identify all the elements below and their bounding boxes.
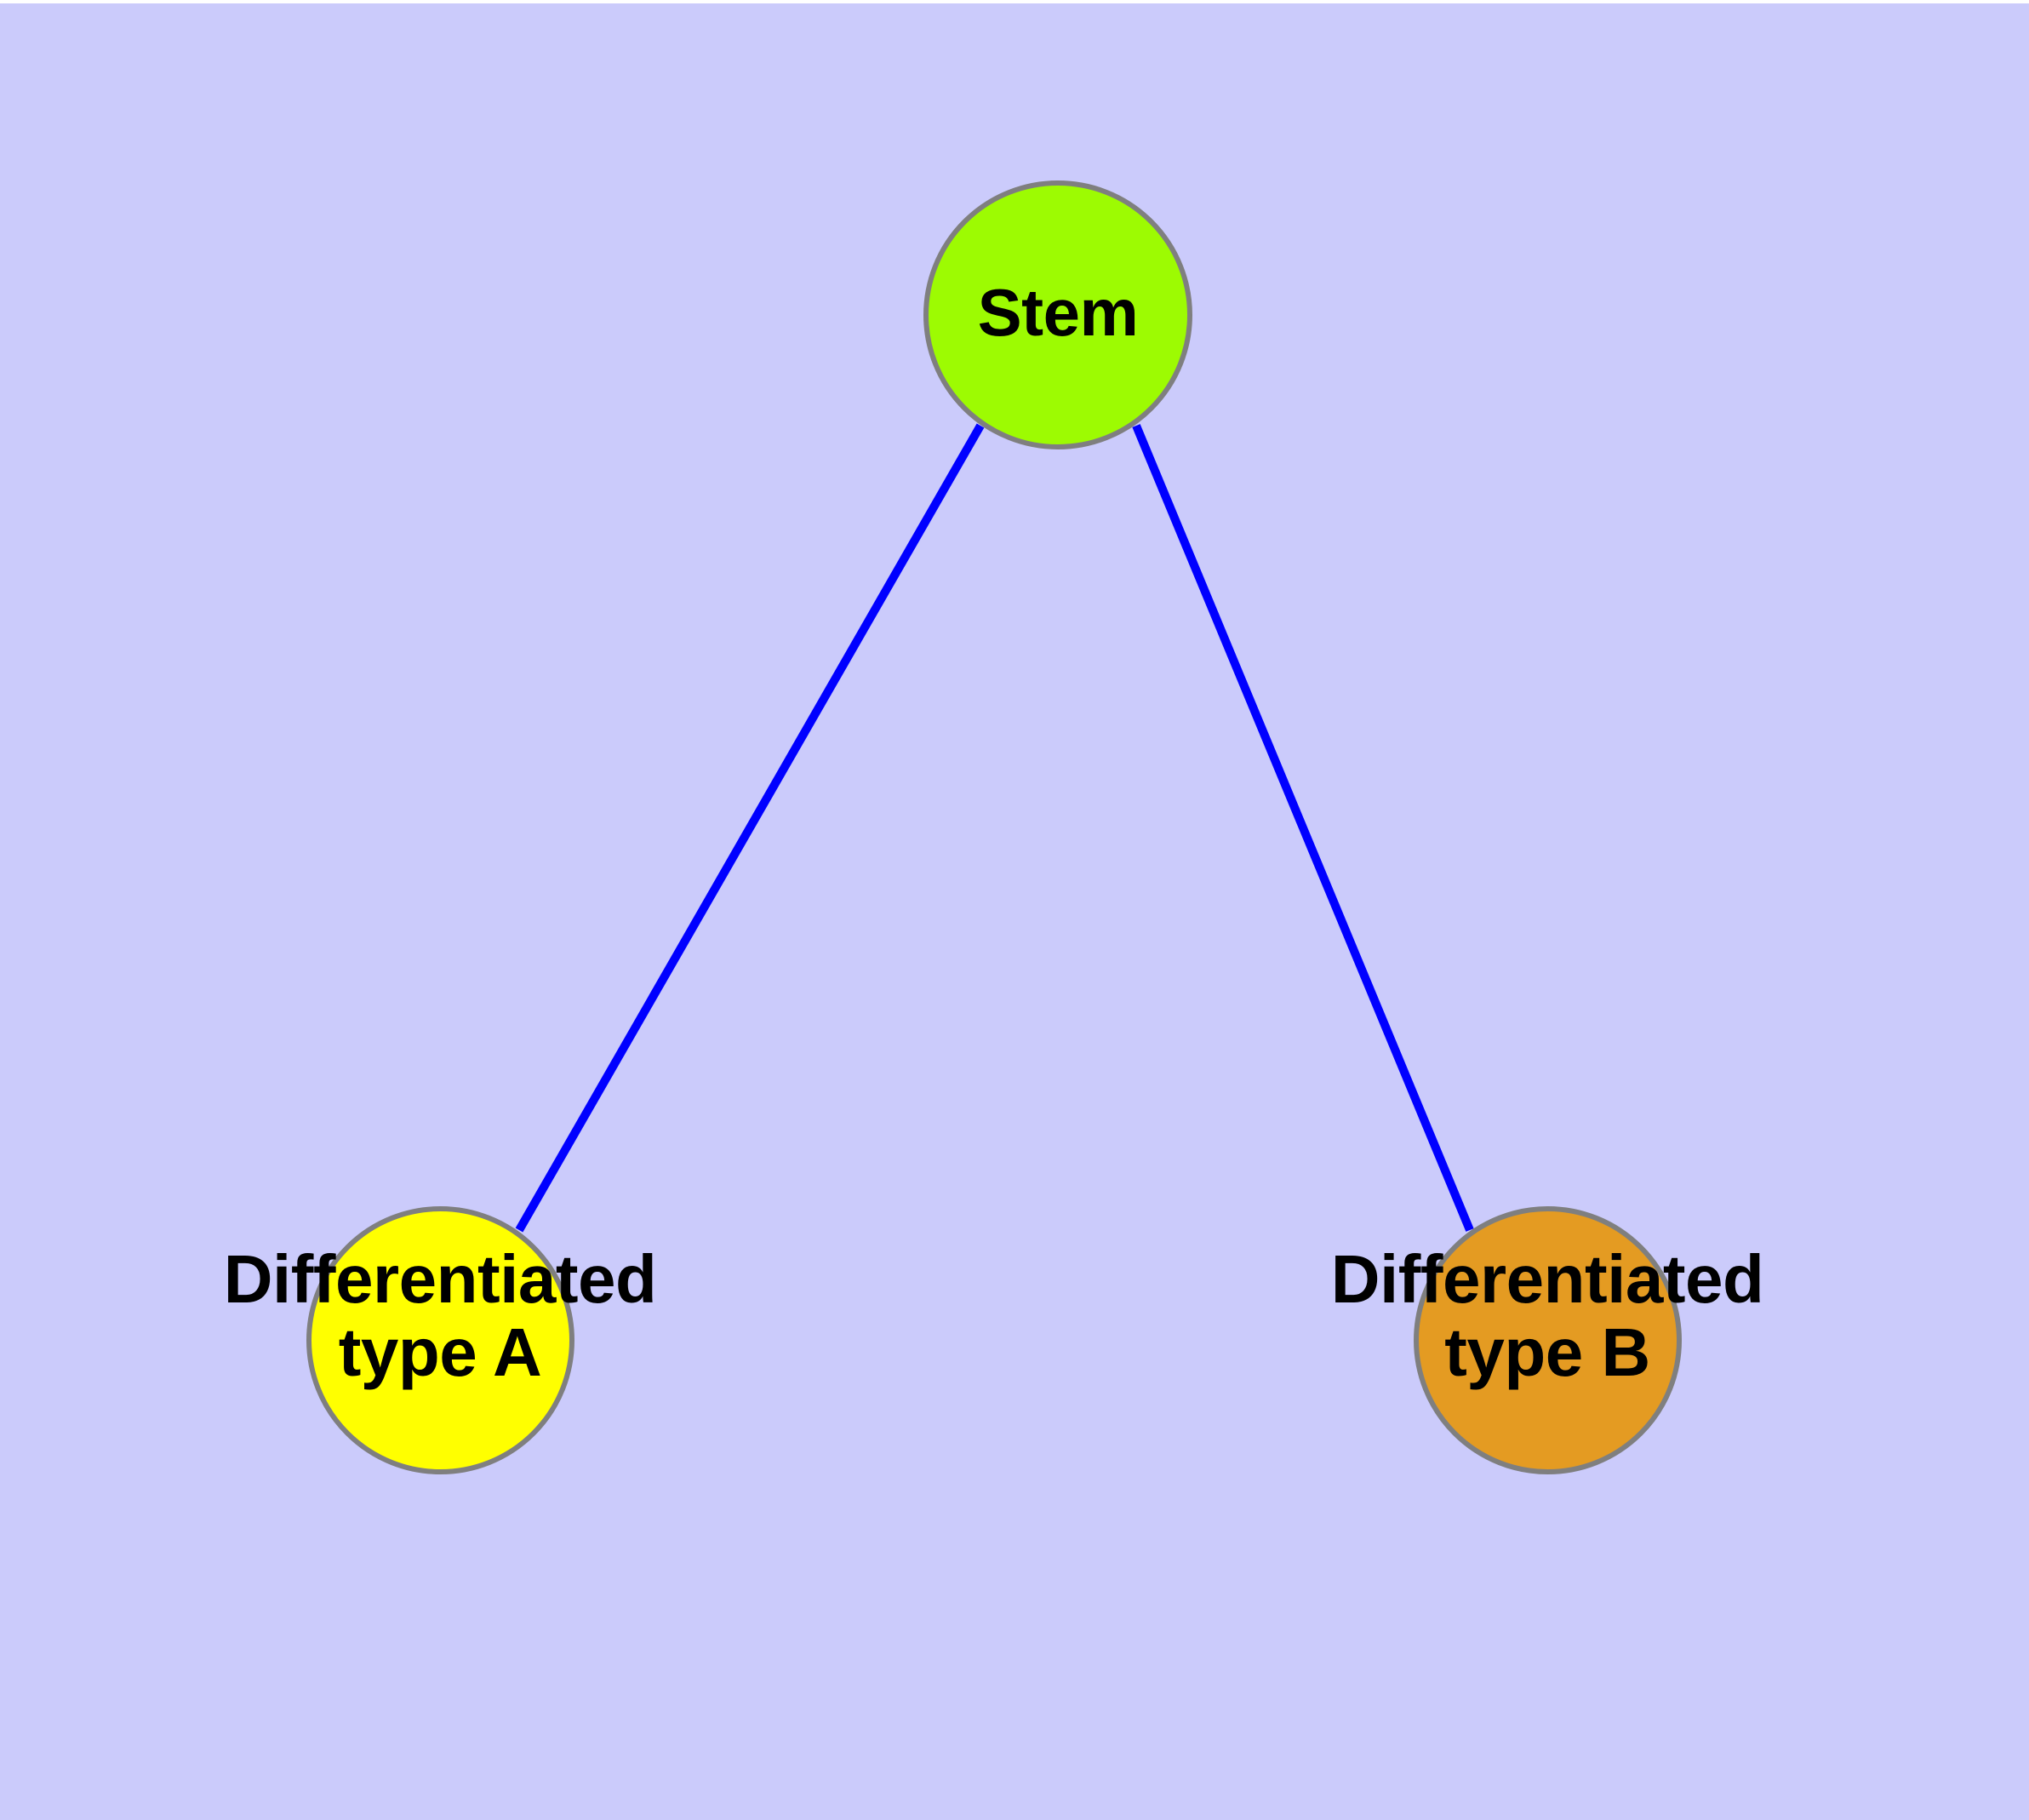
node-differentiated-type-a-circle[interactable] [306,1206,574,1474]
edge-stem-to-differentiated-type-a [515,423,985,1233]
node-stem-circle[interactable] [923,180,1192,449]
canvas-top-edge-strip [0,0,2029,3]
edge-stem-to-differentiated-type-b [1132,424,1474,1232]
node-differentiated-type-b-circle[interactable] [1414,1206,1682,1474]
